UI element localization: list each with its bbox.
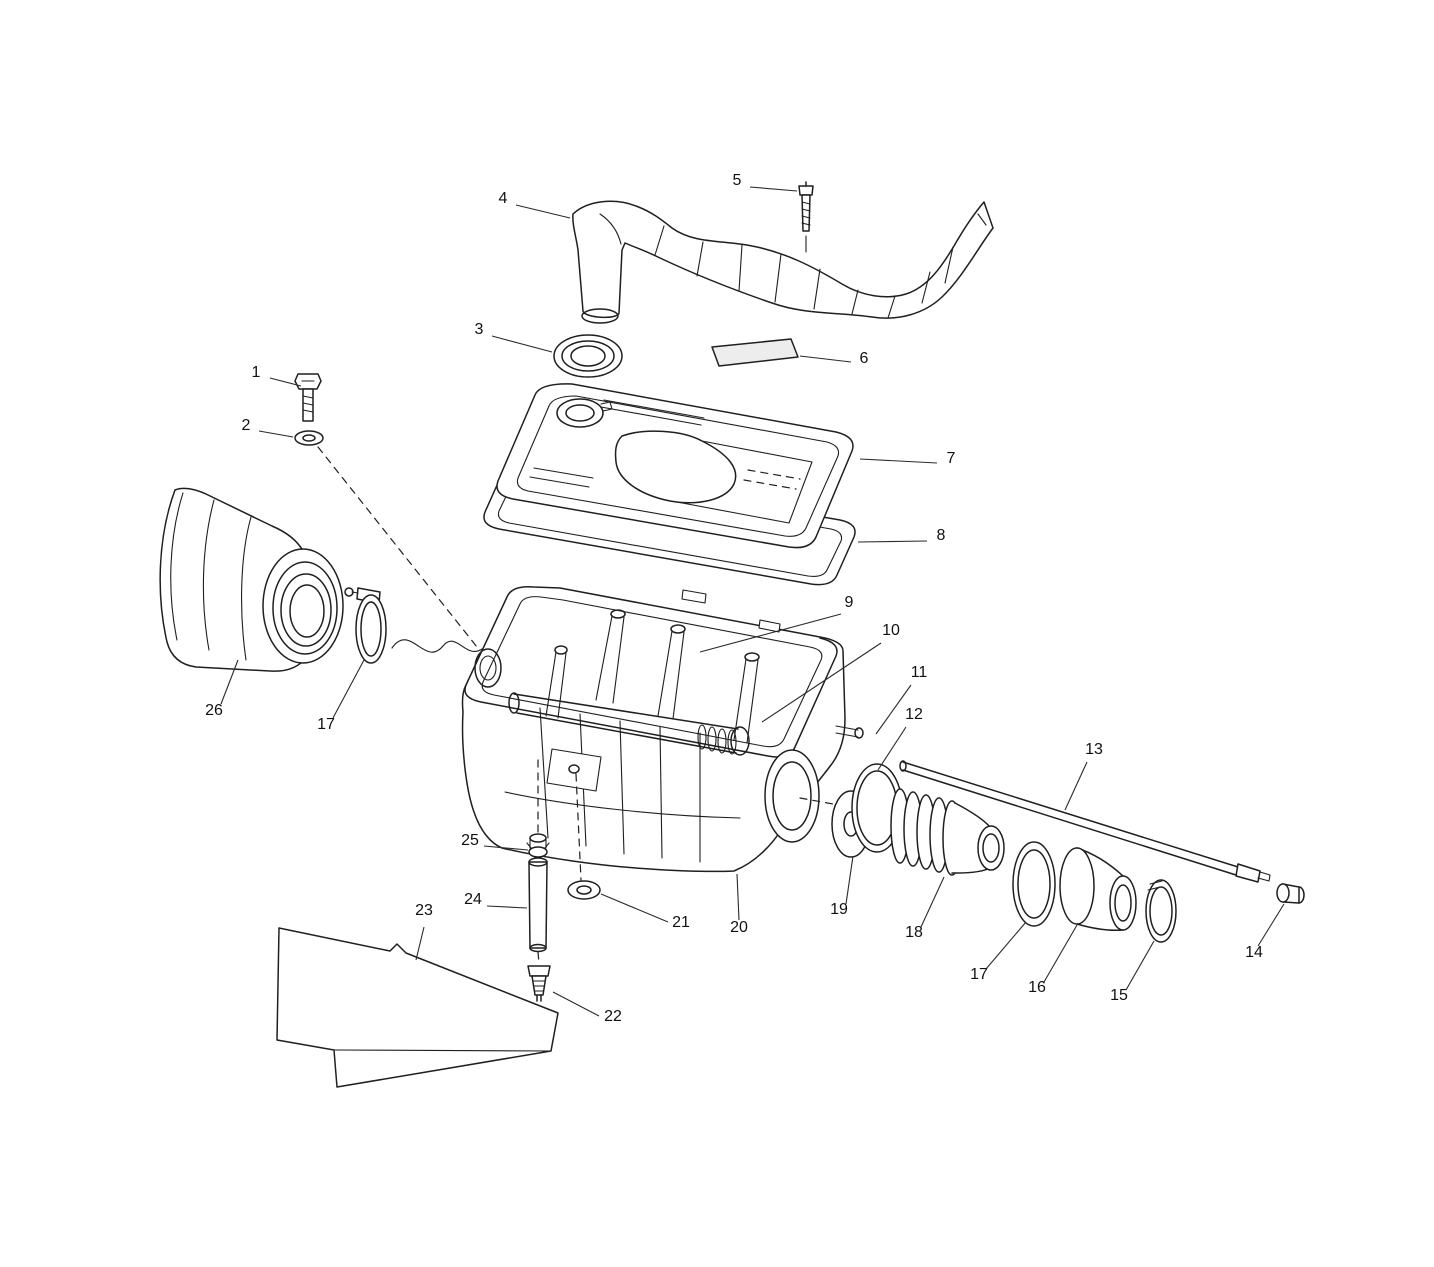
- callout-leader-c15: [1125, 940, 1155, 991]
- part-17-oring-right: [1012, 841, 1056, 927]
- part-18-intake-boot: [890, 788, 1005, 876]
- part-20-airbox-body: [461, 585, 867, 881]
- part-4-intake-duct: [572, 200, 994, 324]
- callout-label-c25: 25: [461, 832, 479, 849]
- callout-leader-c17b: [985, 921, 1027, 970]
- part-13-rod: [899, 760, 1271, 883]
- callout-label-c22: 22: [604, 1008, 622, 1025]
- callout-leader-c7: [859, 458, 938, 464]
- callout-leader-c18: [920, 876, 945, 928]
- part-15-clamp-right: [1145, 879, 1177, 943]
- part-26-air-filter: [159, 487, 344, 672]
- callout-label-c6: 6: [860, 350, 869, 367]
- part-17-clamp-left: [344, 587, 387, 664]
- callout-label-c10: 10: [882, 622, 900, 639]
- callout-leader-c19: [845, 855, 854, 905]
- callout-leader-c11: [875, 684, 912, 735]
- callout-label-c7: 7: [947, 450, 956, 467]
- part-24-drain-tube: [528, 857, 548, 953]
- callout-leader-c16: [1043, 924, 1078, 983]
- part-22-drain-valve: [527, 951, 551, 1002]
- part-5-screw: [798, 181, 814, 253]
- callout-leader-c10: [761, 642, 882, 723]
- callout-label-c2: 2: [242, 417, 251, 434]
- callout-label-c21: 21: [672, 914, 690, 931]
- callout-leader-c25: [483, 845, 529, 851]
- callout-leader-c23: [415, 926, 425, 961]
- callout-label-c20: 20: [730, 919, 748, 936]
- callout-label-c11: 11: [911, 664, 928, 681]
- callout-label-c16: 16: [1028, 979, 1046, 996]
- callout-leader-c13: [1064, 761, 1088, 811]
- callout-label-c5: 5: [733, 172, 742, 189]
- part-7-cover: [496, 383, 854, 549]
- part-3-grommet: [553, 334, 623, 378]
- callout-leader-c22: [552, 991, 600, 1017]
- callout-leader-c4: [515, 204, 571, 219]
- callout-label-c3: 3: [475, 321, 484, 338]
- callout-label-c12: 12: [905, 706, 923, 723]
- callout-label-c8: 8: [937, 527, 946, 544]
- callout-label-c1: 1: [252, 364, 261, 381]
- callout-leader-c24: [486, 905, 528, 909]
- part-1-bolt: [294, 373, 322, 422]
- part-21-washer: [567, 880, 601, 900]
- callout-leader-c21: [600, 893, 669, 923]
- part-25-clamp-small: [526, 842, 550, 858]
- callout-layer: 1234567891011121314151617181920212223242…: [205, 172, 1285, 1025]
- callout-leader-c14: [1257, 903, 1285, 947]
- callout-leader-c12: [877, 726, 907, 771]
- callout-leader-c17a: [332, 659, 365, 719]
- part-16-boot: [1059, 847, 1137, 931]
- callout-label-c17b: 17: [970, 966, 988, 983]
- callout-label-c26: 26: [205, 702, 223, 719]
- callout-leader-c9: [699, 613, 842, 653]
- callout-leader-c2: [258, 430, 294, 438]
- callout-leader-c5: [749, 186, 798, 192]
- callout-leader-c3: [491, 335, 553, 353]
- callout-label-c14: 14: [1245, 944, 1263, 961]
- callout-label-c15: 15: [1110, 987, 1128, 1004]
- callout-label-c13: 13: [1085, 741, 1103, 758]
- part-14-nut: [1276, 883, 1305, 904]
- callout-label-c18: 18: [905, 924, 923, 941]
- callout-leader-c8: [857, 540, 928, 543]
- breather-hose: [391, 639, 483, 653]
- part-23-foam-pad: [276, 927, 559, 1088]
- callout-leader-c20: [736, 873, 740, 921]
- callout-leader-c6: [799, 355, 852, 363]
- part-6-plate: [711, 338, 799, 367]
- callout-label-c19: 19: [830, 901, 848, 918]
- part-2-washer: [294, 430, 478, 648]
- callout-label-c4: 4: [499, 190, 508, 207]
- callout-label-c23: 23: [415, 902, 433, 919]
- callout-leader-c26: [220, 659, 239, 705]
- callout-leader-c1: [269, 377, 302, 387]
- callout-label-c9: 9: [845, 594, 854, 611]
- callout-label-c24: 24: [464, 891, 482, 908]
- callout-label-c17a: 17: [317, 716, 335, 733]
